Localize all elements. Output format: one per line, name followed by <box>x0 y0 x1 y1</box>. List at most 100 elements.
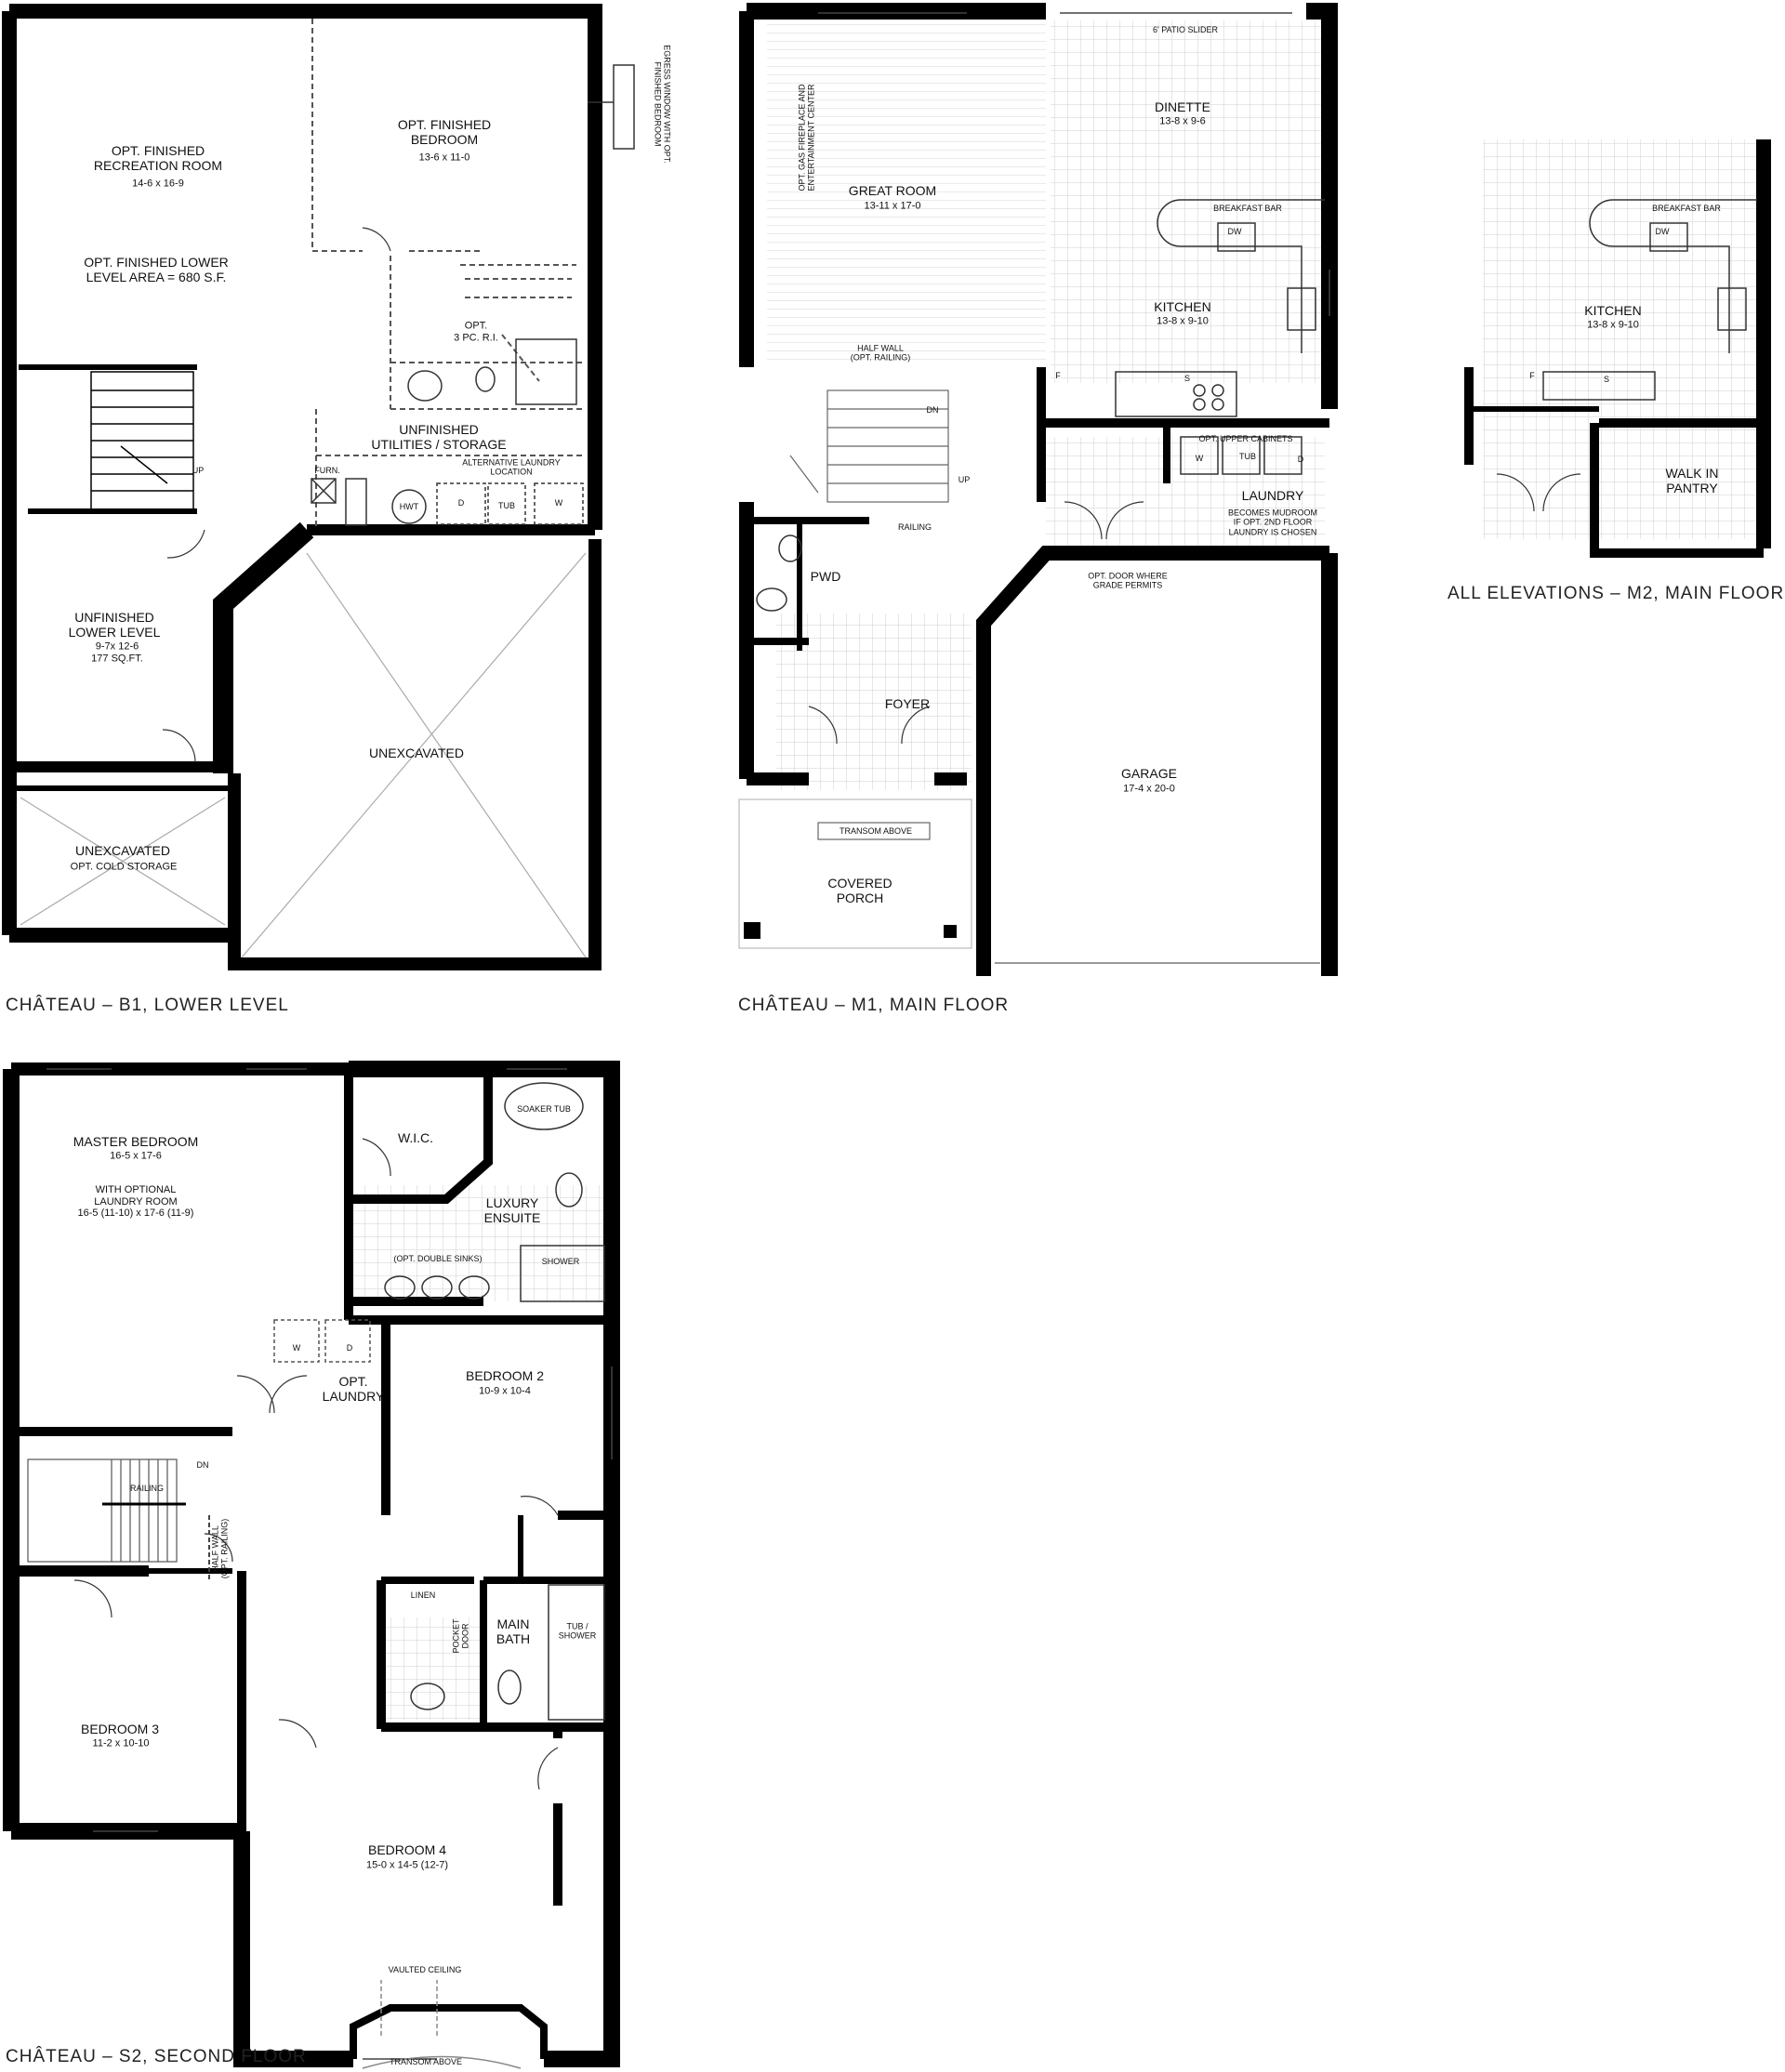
kitchen-tile <box>1051 20 1329 383</box>
bedroom-4-label: BEDROOM 4 <box>367 1841 447 1857</box>
foyer-label: FOYER <box>884 695 931 711</box>
bedroom-2-label: BEDROOM 2 <box>465 1367 545 1383</box>
main-bath-fixtures <box>410 1584 605 1721</box>
second-stairs <box>27 1458 186 1563</box>
unexcavated-crosses <box>20 552 587 958</box>
wic-label: W.I.C. <box>397 1129 434 1145</box>
stove-label: S <box>1183 373 1191 383</box>
main-kitchen-counters <box>1115 199 1325 417</box>
soaker-tub-label: SOAKER TUB <box>517 1103 571 1114</box>
tub-label: TUB <box>498 500 515 510</box>
opt-bedroom-dim: 13-6 x 11-0 <box>418 152 470 164</box>
m2-breakfast-bar-label: BREAKFAST BAR <box>1652 203 1721 213</box>
ensuite-fixtures <box>384 1082 605 1302</box>
laundry-note: BECOMES MUDROOM IF OPT. 2ND FLOOR LAUNDR… <box>1227 508 1318 537</box>
bath-ri-label: OPT. 3 PC. R.I. <box>454 320 498 343</box>
dishwasher-label: DW <box>1227 226 1242 236</box>
great-room-floor <box>767 20 1046 364</box>
second-stairs-dn: DN <box>196 1459 209 1470</box>
m2-kitchen-label: KITCHEN <box>1584 302 1642 318</box>
lower-bath-fixtures <box>407 338 577 405</box>
vaulted-ceiling-label: VAULTED CEILING <box>388 1964 462 1974</box>
kitchen-label: KITCHEN <box>1154 298 1211 314</box>
m2-stove-label: S <box>1603 374 1610 384</box>
egress-window-note: EGRESS WINDOW WITH OPT. FINISHED BEDROOM <box>653 45 672 164</box>
optional-partitions <box>311 19 586 530</box>
alt-laundry-label: ALTERNATIVE LAUNDRY LOCATION <box>462 457 561 477</box>
tub-shower-label: TUB / SHOWER <box>558 1621 597 1641</box>
luxury-ensuite-label: LUXURY ENSUITE <box>483 1194 541 1225</box>
laundry-tile <box>1046 437 1325 548</box>
garage-wall <box>976 546 1329 976</box>
opt-door-note: OPT. DOOR WHERE GRADE PERMITS <box>1088 571 1168 590</box>
lower-stairs <box>90 371 194 510</box>
fridge-label: F <box>1055 370 1061 380</box>
opt-laundry-fixtures <box>273 1319 371 1363</box>
lower-outer-wall <box>9 4 602 530</box>
unexcavated-label: UNEXCAVATED <box>369 745 464 760</box>
second-railing-label: RAILING <box>129 1483 165 1493</box>
m2-plan <box>1464 139 1771 558</box>
powder-room-label: PWD <box>810 568 841 584</box>
fireplace-note: OPT. GAS FIREPLACE AND ENTERTAINMENT CEN… <box>797 84 816 191</box>
shower-label: SHOWER <box>541 1256 580 1266</box>
bedroom-3-dim: 11-2 x 10-10 <box>92 1737 150 1749</box>
lower-level-plan <box>2 4 635 970</box>
bedroom-2-dim: 10-9 x 10-4 <box>479 1385 531 1397</box>
second-floor-plan <box>3 1061 620 2069</box>
breakfast-bar-label: BREAKFAST BAR <box>1213 203 1282 213</box>
second-windows <box>46 1068 613 2069</box>
bedroom-3-label: BEDROOM 3 <box>80 1721 160 1736</box>
dryer-label: D <box>457 497 465 508</box>
m2-caption: ALL ELEVATIONS – M2, MAIN FLOOR <box>1448 584 1785 603</box>
main-floor-caption: CHÂTEAU – M1, MAIN FLOOR <box>738 996 1010 1015</box>
m2-dishwasher-label: DW <box>1655 226 1670 236</box>
opt-laundry-label: OPT. LAUNDRY <box>322 1373 385 1404</box>
main-stairs <box>789 389 949 503</box>
opt-bedroom-label: OPT. FINISHED BEDROOM <box>397 116 492 147</box>
furnace-label: FURN. <box>314 465 340 475</box>
unfinished-lower-label: UNFINISHED LOWER LEVEL <box>68 609 161 640</box>
washer-label: W <box>554 497 563 508</box>
lower-level-caption: CHÂTEAU – B1, LOWER LEVEL <box>6 996 289 1015</box>
washer-second-label: W <box>292 1342 301 1353</box>
main-bath-label: MAIN BATH <box>496 1616 531 1646</box>
washer-main-label: W <box>1195 453 1204 463</box>
main-windows <box>818 12 1330 316</box>
hwt-label: HWT <box>399 501 419 511</box>
main-stairs-dn: DN <box>926 404 939 415</box>
dinette-label: DINETTE <box>1155 99 1210 114</box>
rec-room-label: OPT. FINISHED RECREATION ROOM <box>93 142 223 173</box>
railing-label: RAILING <box>897 521 932 532</box>
main-floor-plan <box>738 3 1338 976</box>
egress-window <box>588 64 635 150</box>
porch-label: COVERED PORCH <box>827 875 892 905</box>
master-bedroom-label: MASTER BEDROOM <box>73 1133 199 1149</box>
second-floor-caption: CHÂTEAU – S2, SECOND FLOOR <box>6 2047 307 2066</box>
lower-area-label: OPT. FINISHED LOWER LEVEL AREA = 680 S.F… <box>84 254 229 284</box>
bedroom-4-dim: 15-0 x 14-5 (12-7) <box>365 1859 449 1871</box>
m2-kitchen-dim: 13-8 x 9-10 <box>1587 319 1639 331</box>
upper-cabinets-label: OPT. UPPER CABINETS <box>1198 433 1293 443</box>
second-half-wall-label: HALF WALL (OPT. RAILING) <box>210 1518 230 1579</box>
kitchen-dim: 13-8 x 9-10 <box>1157 315 1209 327</box>
cold-storage-label: UNEXCAVATED <box>75 842 170 858</box>
linen-label: LINEN <box>410 1590 436 1600</box>
covered-porch <box>738 798 972 949</box>
pocket-door-label: POCKET DOOR <box>451 1618 470 1654</box>
double-sinks-label: (OPT. DOUBLE SINKS) <box>393 1253 483 1263</box>
utilities-label: UNFINISHED UTILITIES / STORAGE <box>371 421 507 452</box>
powder-fixtures <box>756 534 802 612</box>
rec-room-dim: 14-6 x 16-9 <box>132 178 184 190</box>
main-stairs-up: UP <box>958 474 971 484</box>
dinette-dim: 13-8 x 9-6 <box>1159 115 1206 127</box>
m2-fridge-label: F <box>1529 370 1535 380</box>
patio-slider-label: 6' PATIO SLIDER <box>1153 24 1218 34</box>
transom-main-label: TRANSOM ABOVE <box>839 825 913 836</box>
dryer-main-label: D <box>1297 454 1304 464</box>
laundry-label: LAUNDRY <box>1241 487 1304 503</box>
garage-dim: 17-4 x 20-0 <box>1123 783 1175 795</box>
cold-storage-sub: OPT. COLD STORAGE <box>70 861 178 873</box>
garage-label: GARAGE <box>1121 765 1177 781</box>
